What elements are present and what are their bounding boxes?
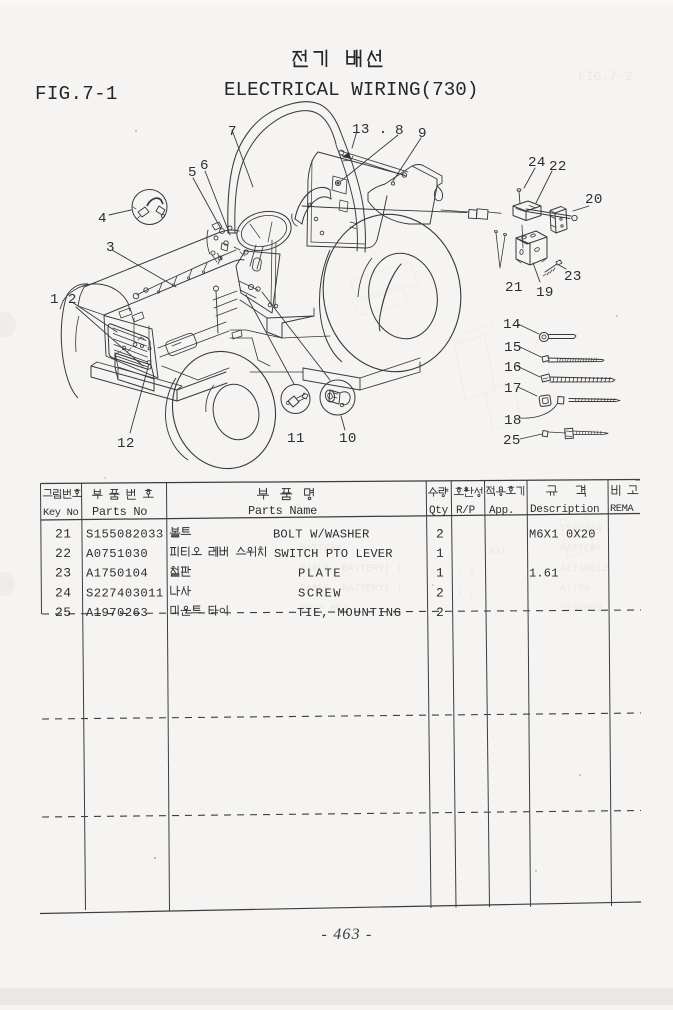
svg-text:18: 18 (504, 413, 522, 429)
svg-text:1: 1 (436, 566, 444, 581)
svg-text:25: 25 (503, 433, 521, 449)
svg-text:( ): ( ) (458, 568, 474, 578)
svg-text:R/P: R/P (456, 505, 476, 517)
svg-text:S155082033: S155082033 (86, 528, 164, 542)
svg-text:Qty: Qty (429, 505, 449, 517)
svg-text:24: 24 (55, 585, 72, 600)
svg-text:9: 9 (418, 126, 427, 142)
svg-text:SCREW: SCREW (298, 586, 342, 600)
svg-text:ELECTRICAL WIRING(730): ELECTRICAL WIRING(730) (224, 79, 478, 101)
svg-text:TIE, MOUNTING: TIE, MOUNTING (297, 606, 402, 620)
svg-text:6: 6 (200, 158, 209, 174)
svg-text:20: 20 (585, 192, 603, 208)
svg-text:A1750: A1750 (560, 584, 590, 595)
svg-text:21: 21 (55, 527, 72, 542)
svg-text:CABLE. BATTERY( ): CABLE. BATTERY( ) (300, 563, 402, 575)
svg-text:15: 15 (504, 340, 522, 356)
svg-text:PLATE: PLATE (298, 567, 342, 581)
svg-text:7: 7 (228, 124, 237, 140)
svg-text:25: 25 (55, 605, 72, 620)
svg-text:23: 23 (564, 269, 582, 285)
svg-text:Parts No: Parts No (92, 505, 147, 519)
svg-text:BATTERY: BATTERY (300, 544, 342, 555)
svg-text:REMA: REMA (610, 503, 634, 515)
svg-text:10: 10 (339, 431, 357, 447)
svg-text:3: 3 (106, 240, 115, 256)
svg-text:S227403011: S227403011 (86, 586, 164, 600)
svg-text:BATTERY: BATTERY (560, 544, 602, 555)
svg-text:A1750104: A1750104 (86, 567, 148, 581)
svg-text:8: 8 (395, 123, 404, 139)
svg-text:5: 5 (188, 165, 197, 181)
svg-text:A1740012: A1740012 (560, 564, 608, 575)
svg-text:( ): ( ) (458, 588, 474, 598)
svg-text:1: 1 (436, 546, 444, 561)
svg-text:FIG.7-2: FIG.7-2 (578, 69, 633, 84)
svg-text:7550104: 7550104 (560, 524, 602, 535)
svg-text:FIG.7-1: FIG.7-1 (35, 83, 118, 105)
svg-text:App.: App. (489, 505, 514, 517)
svg-text:22: 22 (55, 546, 72, 561)
svg-text:- 463 -: - 463 - (321, 926, 372, 943)
svg-text:16: 16 (504, 360, 522, 376)
svg-text:2: 2 (436, 605, 444, 620)
svg-text:CABLE. BATTERY( ): CABLE. BATTERY( ) (300, 583, 402, 595)
svg-text:BOLT HEX: BOLT HEX (300, 604, 348, 615)
svg-text:1 2: 1 2 (50, 292, 77, 308)
svg-text:BOLT W/WASHER: BOLT W/WASHER (273, 528, 369, 542)
svg-text:13 .: 13 . (352, 122, 388, 138)
svg-text:2: 2 (436, 527, 444, 542)
svg-text:M6X1 0X20: M6X1 0X20 (529, 528, 596, 542)
svg-text:2: 2 (436, 585, 444, 600)
svg-text:BAT: BAT (490, 547, 507, 557)
svg-text:24: 24 (528, 155, 546, 171)
svg-text:SWITCH PTO LEVER: SWITCH PTO LEVER (274, 547, 393, 561)
svg-text:4: 4 (98, 211, 107, 227)
svg-text:A1970263: A1970263 (86, 606, 148, 620)
svg-text:22: 22 (549, 159, 567, 175)
svg-text:S150802: S150802 (560, 604, 602, 615)
svg-text:14: 14 (503, 317, 521, 333)
svg-text:23: 23 (55, 566, 72, 581)
svg-text:Description: Description (530, 504, 599, 516)
svg-text:Parts Name: Parts Name (248, 504, 317, 518)
svg-text:12: 12 (117, 436, 135, 452)
svg-text:21: 21 (505, 280, 523, 296)
svg-text:1.61: 1.61 (529, 567, 559, 581)
svg-text:A0751030: A0751030 (86, 547, 148, 561)
svg-text:19: 19 (536, 285, 554, 301)
svg-text:17: 17 (504, 381, 522, 397)
svg-text:Key No: Key No (43, 507, 79, 519)
svg-text:11: 11 (287, 431, 305, 447)
